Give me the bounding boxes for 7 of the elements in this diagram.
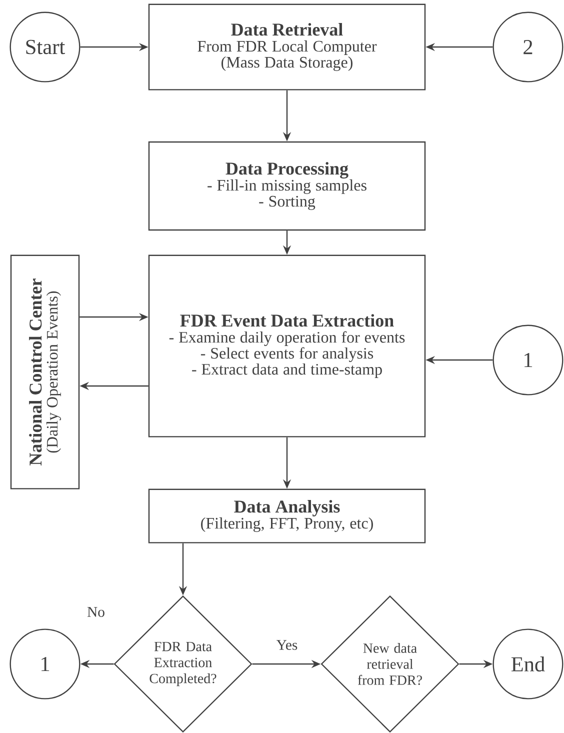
source-box: National Control Center (Daily Operation Events): [10, 254, 80, 490]
process-box: Data Processing - Fill-in missing samples - Sorting: [148, 141, 426, 231]
edge-label: Yes: [275, 638, 299, 652]
process-box: FDR Event Data Extraction - Examine daily operation for events - Select events for analysis - Extract data and time-stamp: [148, 254, 426, 438]
process-box: Data Analysis (Filtering, FFT, Prony, etc): [148, 488, 426, 544]
edge-label: No: [86, 606, 106, 618]
process-box: Data Retrieval From FDR Local Computer (Mass Data Storage): [148, 4, 426, 90]
